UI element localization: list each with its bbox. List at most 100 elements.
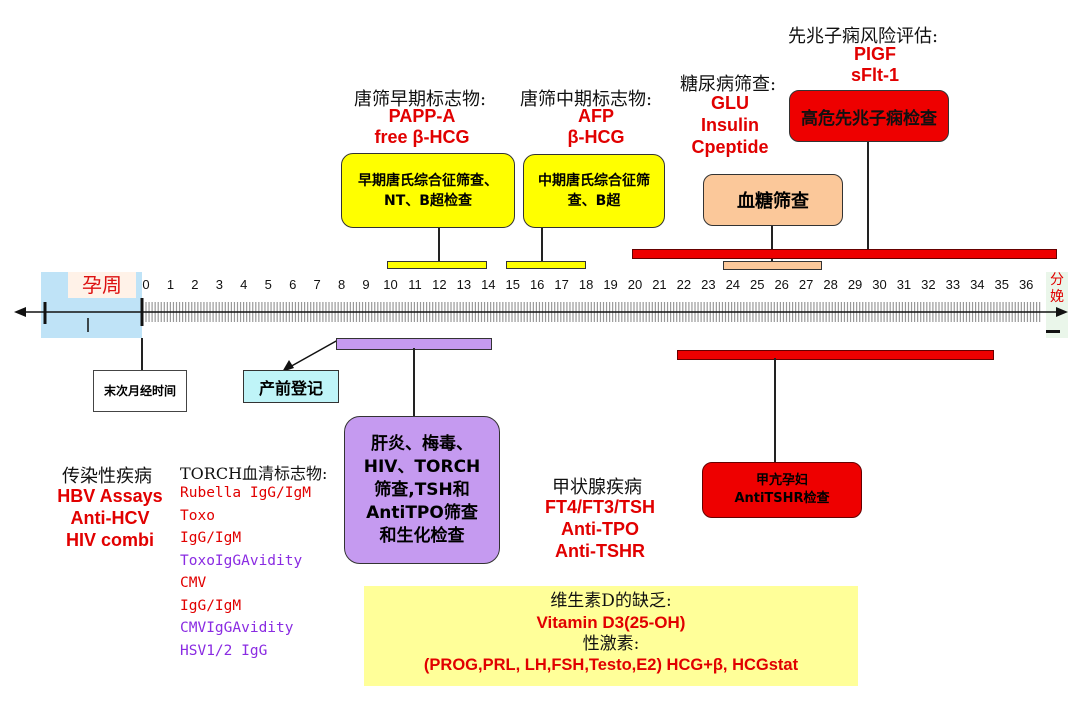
marker-ft4: FT4/FT3/TSH — [544, 497, 655, 517]
week-label-8: 8 — [337, 277, 346, 292]
preeclampsia-box: 高危先兆子痫检查 — [789, 90, 949, 142]
week-label-1: 1 — [166, 277, 175, 292]
marker-bhcg: β-HCG — [567, 127, 625, 147]
torch-item: Rubella IgG/IgM — [180, 485, 311, 501]
torch-item: IgG/IgM — [180, 597, 242, 614]
preeclampsia-connector — [867, 142, 869, 250]
early-down-markers: PAPP-A free β-HCG — [352, 106, 492, 148]
marker-papp-a: PAPP-A — [388, 106, 456, 126]
week-label-27: 27 — [798, 277, 814, 292]
week-label-30: 30 — [872, 277, 887, 292]
week-label-20: 20 — [627, 277, 643, 292]
marker-anti-tshr: Anti-TSHR — [555, 541, 645, 561]
thyroid-markers: FT4/FT3/TSH Anti-TPO Anti-TSHR — [530, 496, 670, 562]
week-label-7: 7 — [313, 277, 321, 292]
week-label-3: 3 — [215, 277, 223, 292]
glucose-range-bar — [723, 261, 822, 270]
marker-glu: GLU — [711, 93, 749, 113]
torch-heading: TORCH血清标志物: — [180, 464, 328, 483]
torch-item: IgG/IgM — [180, 530, 242, 546]
marker-free-bhcg: free β-HCG — [374, 127, 470, 147]
early-down-box: 早期唐氏综合征筛查、NT、B超检查 — [341, 153, 515, 228]
mid-down-markers: AFP β-HCG — [556, 106, 636, 148]
hyperthyroid-connector — [774, 358, 776, 462]
hyperthyroid-box: 甲亢孕妇 AntiTSHR检查 — [702, 462, 862, 518]
week-label-0: 0 — [142, 277, 150, 292]
mid-down-box: 中期唐氏综合征筛查、B超 — [523, 154, 665, 228]
week-label-17: 17 — [554, 277, 569, 292]
preeclampsia-markers: PIGF sFlt-1 — [830, 44, 920, 86]
infectious-markers: HBV Assays Anti-HCV HIV combi — [45, 485, 175, 551]
marker-pigf: PIGF — [853, 44, 896, 64]
torch-item: CMVIgGAvidity — [180, 620, 294, 636]
registration-arrow — [282, 339, 339, 372]
hormone-heading: 性激素: — [582, 634, 640, 654]
week-label-16: 16 — [529, 277, 545, 292]
marker-hcv: Anti-HCV — [70, 508, 150, 528]
early-down-range-bar — [387, 261, 487, 269]
first-visit-connector — [413, 348, 415, 416]
diabetes-heading: 糖尿病筛查: — [680, 74, 777, 95]
marker-anti-tpo: Anti-TPO — [561, 519, 639, 539]
week-label-28: 28 — [823, 277, 838, 292]
marker-hiv: HIV combi — [65, 530, 154, 550]
week-label-31: 31 — [896, 277, 912, 292]
week-label-12: 12 — [432, 277, 447, 292]
week-label-5: 5 — [264, 277, 272, 292]
week-label-21: 21 — [652, 277, 667, 292]
week-label-26: 26 — [774, 277, 789, 292]
thyroid-heading: 甲状腺疾病 — [552, 477, 642, 498]
torch-item: CMV — [180, 575, 207, 591]
mid-down-connector — [541, 228, 543, 262]
week-label-29: 29 — [847, 277, 863, 292]
week-label-33: 33 — [945, 277, 961, 292]
marker-sflt1: sFlt-1 — [850, 65, 899, 85]
preeclampsia-range-bar — [632, 249, 1057, 259]
week-label-11: 11 — [408, 277, 422, 292]
last-period-box: 末次月经时间 — [93, 370, 187, 412]
preeclampsia-heading: 先兆子痫风险评估: — [788, 26, 939, 47]
marker-afp: AFP — [578, 106, 614, 126]
diabetes-markers: GLU Insulin Cpeptide — [680, 92, 780, 158]
week-label-19: 19 — [603, 277, 618, 292]
first-visit-box: 肝炎、梅毒、HIV、TORCH筛查,TSH和AntiTPO筛查和生化检查 — [344, 416, 500, 564]
timeline-axis — [14, 298, 1068, 332]
hyperthyroid-line2: AntiTSHR检查 — [734, 491, 830, 506]
week-label-32: 32 — [921, 277, 936, 292]
infectious-heading: 传染性疾病 — [62, 466, 152, 487]
vitamin-marker: Vitamin D3(25-OH) — [536, 613, 686, 632]
week-label-14: 14 — [481, 277, 496, 292]
hyperthyroid-line1: 甲亢孕妇 — [755, 473, 808, 488]
mid-down-range-bar — [506, 261, 586, 269]
week-label-13: 13 — [456, 277, 472, 292]
hormone-markers: (PROG,PRL, LH,FSH,Testo,E2) HCG+β, HCGst… — [423, 656, 799, 674]
week-label-18: 18 — [578, 277, 594, 292]
marker-cpeptide: Cpeptide — [691, 137, 769, 157]
torch-item: ToxoIgGAvidity — [180, 552, 303, 569]
lmp-connector — [141, 338, 143, 370]
delivery-mark — [1046, 330, 1060, 333]
hyperthyroid-range-bar — [677, 350, 994, 360]
week-label-36: 36 — [1018, 277, 1034, 292]
gestation-week-label: 孕周 — [68, 272, 136, 298]
marker-insulin: Insulin — [701, 115, 759, 135]
glucose-connector — [771, 226, 773, 262]
week-label-34: 34 — [970, 277, 985, 292]
week-label-23: 23 — [701, 277, 716, 292]
glucose-screening-box: 血糖筛查 — [703, 174, 843, 226]
week-label-9: 9 — [362, 277, 370, 292]
week-label-15: 15 — [505, 277, 520, 292]
delivery-zone — [1046, 272, 1068, 338]
week-label-2: 2 — [191, 277, 199, 292]
torch-item: HSV1/2 IgG — [180, 642, 268, 659]
marker-hbv: HBV Assays — [57, 486, 163, 506]
vitamin-heading: 维生素D的缺乏: — [550, 591, 672, 611]
week-label-22: 22 — [676, 277, 692, 292]
early-down-connector — [438, 228, 440, 262]
week-label-24: 24 — [725, 277, 741, 292]
week-label-25: 25 — [750, 277, 765, 292]
vitamin-hormone-panel: 维生素D的缺乏: Vitamin D3(25-OH) 性激素: (PROG,PR… — [364, 586, 858, 686]
mid-down-heading: 唐筛中期标志物: — [520, 89, 653, 110]
delivery-label: 分娩 — [1050, 272, 1064, 305]
